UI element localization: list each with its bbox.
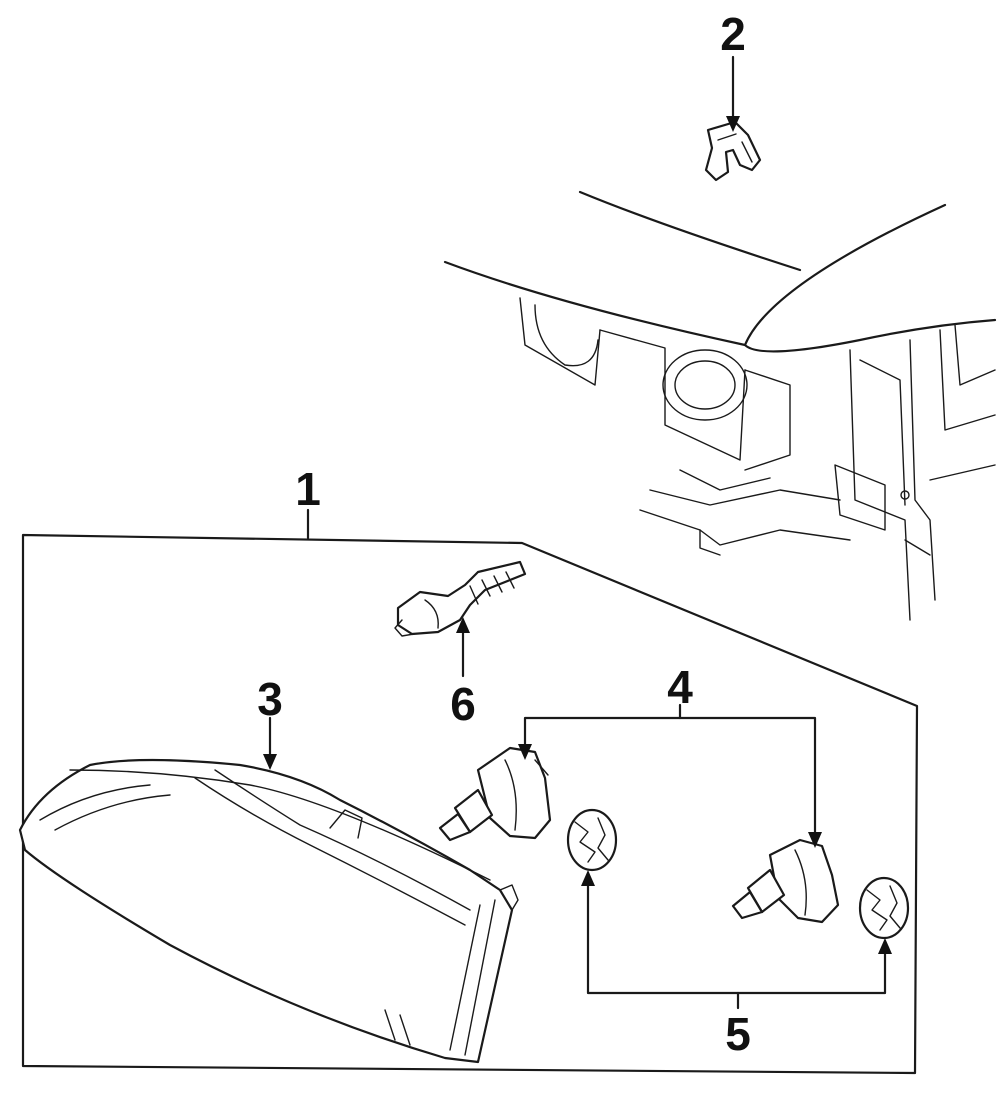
callout-5-arrowhead-right bbox=[878, 938, 892, 954]
assembly-bracket bbox=[21, 533, 919, 1075]
callout-4: 4 bbox=[667, 661, 693, 713]
callout-3: 3 bbox=[257, 673, 283, 725]
vehicle-front-end bbox=[443, 190, 997, 621]
clip-part bbox=[704, 120, 762, 182]
callout-6-arrowhead bbox=[456, 617, 470, 633]
callout-6: 6 bbox=[450, 678, 476, 730]
headlamp-assembly-part bbox=[18, 758, 519, 1064]
callout-1: 1 bbox=[295, 463, 321, 515]
bulb-lower-part bbox=[731, 838, 840, 924]
callout-5-arrowhead-left bbox=[581, 870, 595, 886]
callout-5: 5 bbox=[725, 1008, 751, 1060]
socket-bulb-part bbox=[394, 560, 527, 637]
retaining-ring-right-part bbox=[858, 876, 910, 940]
retaining-ring-left-part bbox=[566, 808, 618, 872]
bulb-upper-part bbox=[438, 746, 552, 842]
callout-5-bracket bbox=[586, 876, 887, 995]
callout-4-arrowhead-right bbox=[808, 832, 822, 848]
callout-3-arrowhead bbox=[263, 754, 277, 770]
callout-2-arrowhead bbox=[726, 116, 740, 132]
callout-4-bracket bbox=[523, 716, 817, 842]
callout-2: 2 bbox=[720, 8, 746, 60]
callout-4-arrowhead-left bbox=[518, 744, 532, 760]
